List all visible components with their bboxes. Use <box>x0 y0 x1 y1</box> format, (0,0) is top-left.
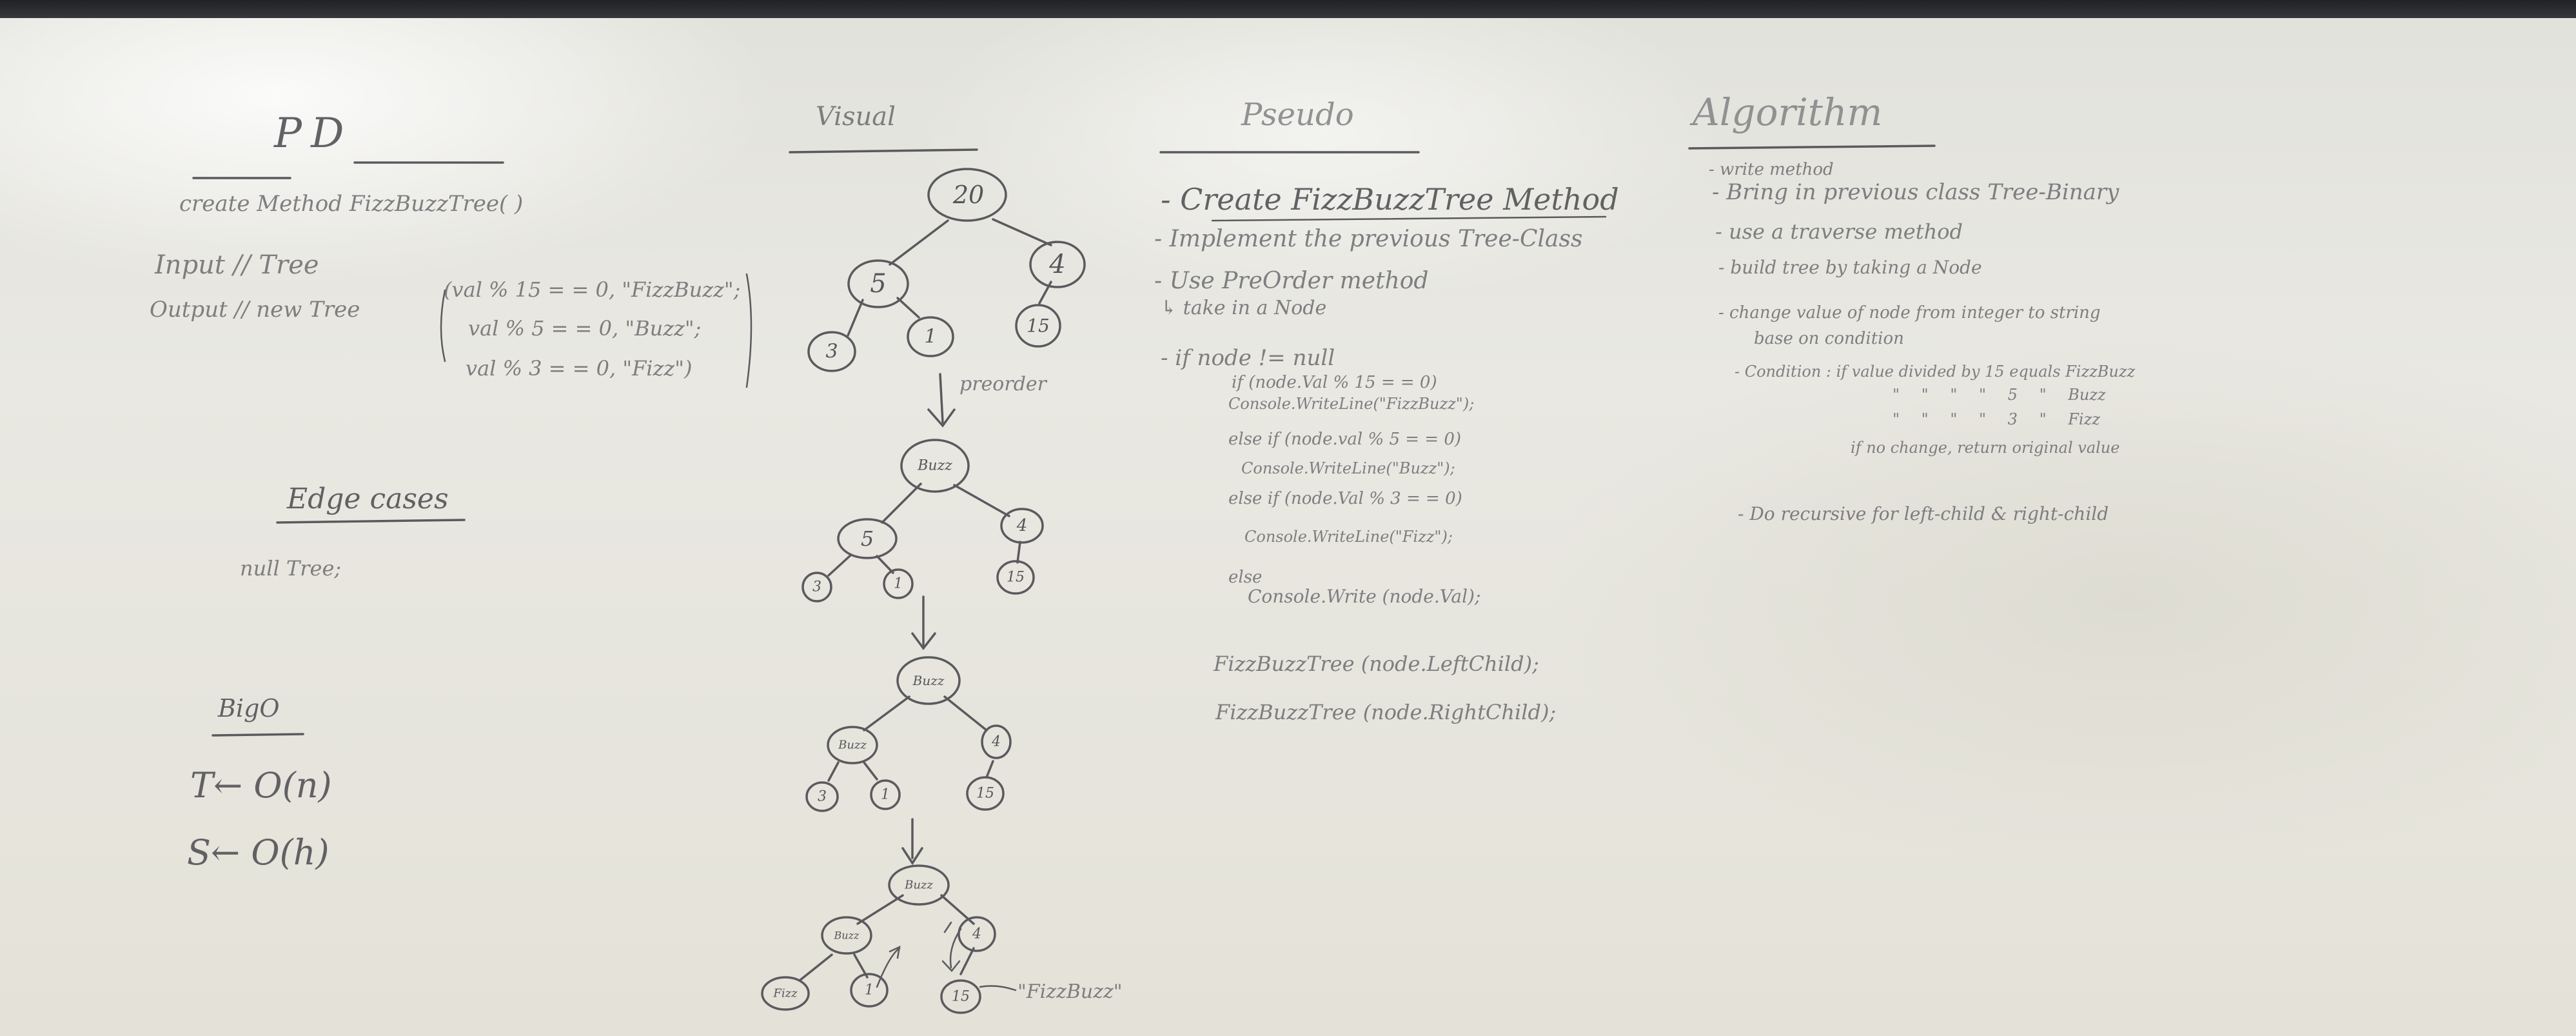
bigo-space: S← O(h) <box>187 832 329 873</box>
pseudo-line-8: else if (node.val % 5 = = 0) <box>1228 430 1462 449</box>
pd-input-line: Input // Tree <box>155 250 319 280</box>
tree1-left-left: 3 <box>825 340 838 363</box>
pseudo-line-14: FizzBuzzTree (node.LeftChild); <box>1214 652 1539 676</box>
traverse-arrow-b <box>949 928 962 969</box>
pd-condition-3: val % 3 = = 0, "Fizz") <box>466 356 693 381</box>
traverse-arrow-a <box>876 947 901 988</box>
algorithm-line-9: " " " " 3 " Fizz <box>1893 410 2100 428</box>
tree2-left-right: 1 <box>894 575 903 592</box>
tree3-root: Buzz <box>912 673 945 688</box>
tree2-root: Buzz <box>918 457 952 474</box>
tree4-right: 4 <box>972 926 981 942</box>
preorder-label: preorder <box>959 373 1047 395</box>
algorithm-line-4: - build tree by taking a Node <box>1718 257 1982 278</box>
tree2-left-left: 3 <box>812 579 821 595</box>
tree1-left: 5 <box>870 269 887 299</box>
condition-brace-left <box>440 289 446 363</box>
pd-heading: PD <box>274 110 353 157</box>
edge-cases-underline <box>276 519 466 524</box>
tree2-right: 4 <box>1016 516 1028 535</box>
tree4-left: Buzz <box>834 929 860 942</box>
bigo-heading: BigO <box>218 694 280 722</box>
bigo-underline <box>211 733 304 737</box>
tree2-left: 5 <box>860 526 874 551</box>
pseudo-line-1: - Create FizzBuzzTree Method <box>1161 182 1619 217</box>
visual-underline <box>789 148 978 154</box>
tree1-right: 4 <box>1049 250 1066 279</box>
edge-cases-heading: Edge cases <box>287 483 449 515</box>
arrow-2-head <box>911 632 936 650</box>
pseudo-line-3: - Use PreOrder method <box>1154 268 1429 294</box>
pseudo-line-13: Console.Write (node.Val); <box>1248 586 1481 607</box>
arrow-1 <box>939 373 944 424</box>
algorithm-heading: Algorithm <box>1693 90 1883 134</box>
pd-method-line: create Method FizzBuzzTree( ) <box>179 191 524 217</box>
tree3-left: Buzz <box>838 738 867 752</box>
algorithm-line-11: - Do recursive for left-child & right-ch… <box>1738 503 2109 524</box>
condition-brace-right <box>745 273 752 388</box>
pseudo-line-12: else <box>1228 568 1263 587</box>
arrow-3-head <box>901 847 923 866</box>
tree3-left-left: 3 <box>818 788 827 805</box>
pd-condition-5: val % 5 = = 0, "Buzz"; <box>468 316 702 341</box>
algorithm-line-7: - Condition : if value divided by 15 equ… <box>1735 363 2136 381</box>
algorithm-line-1: - write method <box>1709 160 1834 179</box>
traverse-arrow-b-head <box>941 960 961 972</box>
pseudo-line-11: Console.WriteLine("Fizz"); <box>1244 528 1453 546</box>
traverse-arrow-a-head <box>889 945 901 959</box>
pseudo-line-2: - Implement the previous Tree-Class <box>1154 226 1583 252</box>
tree4-right-left: 15 <box>952 988 970 1005</box>
tree1-root: 20 <box>952 181 985 209</box>
tree-original <box>807 168 1086 372</box>
tree-step-2 <box>801 439 1044 603</box>
visual-heading: Visual <box>816 102 896 132</box>
algorithm-line-2: - Bring in previous class Tree-Binary <box>1712 179 2119 205</box>
arrow-1-head <box>927 408 956 428</box>
pseudo-line-4: ↳ take in a Node <box>1161 297 1327 319</box>
tree3-right: 4 <box>992 733 1001 750</box>
algorithm-line-8: " " " " 5 " Buzz <box>1893 386 2106 404</box>
edge-cases-item: null Tree; <box>240 556 342 581</box>
pseudo-heading: Pseudo <box>1241 97 1354 133</box>
tree4-left-right: 1 <box>865 982 874 999</box>
traverse-tick <box>943 921 952 933</box>
algorithm-line-5: - change value of node from integer to s… <box>1718 303 2101 323</box>
algorithm-line-6: base on condition <box>1754 329 1904 348</box>
pd-output-line: Output // new Tree <box>150 297 360 323</box>
algorithm-line-3: - use a traverse method <box>1715 219 1963 244</box>
tree3-left-right: 1 <box>881 786 890 803</box>
tree2-right-left: 15 <box>1007 569 1025 586</box>
bigo-time: T← O(n) <box>190 765 332 806</box>
tree3-right-left: 15 <box>976 785 994 802</box>
pseudo-line-10: else if (node.Val % 3 = = 0) <box>1228 489 1462 508</box>
pseudo-line-5: - if node != null <box>1161 345 1335 371</box>
tree1-right-left: 15 <box>1027 315 1050 337</box>
pseudo-line-6: if (node.Val % 15 = = 0) <box>1232 373 1437 392</box>
algorithm-line-10: if no change, return original value <box>1851 439 2120 457</box>
fizzbuzz-note: "FizzBuzz" <box>1018 981 1123 1003</box>
tree-step-3 <box>805 656 1012 812</box>
tree-step-4 <box>761 864 996 1014</box>
pd-condition-15: (val % 15 = = 0, "FizzBuzz"; <box>444 277 741 302</box>
tree4-left-left: Fizz <box>773 986 798 1001</box>
tree1-left-right: 1 <box>924 325 937 348</box>
algorithm-underline <box>1688 144 1936 150</box>
pseudo-line-15: FizzBuzzTree (node.RightChild); <box>1215 700 1557 724</box>
fizzbuzz-pointer <box>979 985 1017 991</box>
pseudo-line-7: Console.WriteLine("FizzBuzz"); <box>1228 395 1475 413</box>
tree4-root: Buzz <box>905 878 933 892</box>
create-method-underline <box>1211 215 1607 222</box>
pseudo-line-9: Console.WriteLine("Buzz"); <box>1241 459 1455 477</box>
whiteboard <box>0 18 2576 1036</box>
